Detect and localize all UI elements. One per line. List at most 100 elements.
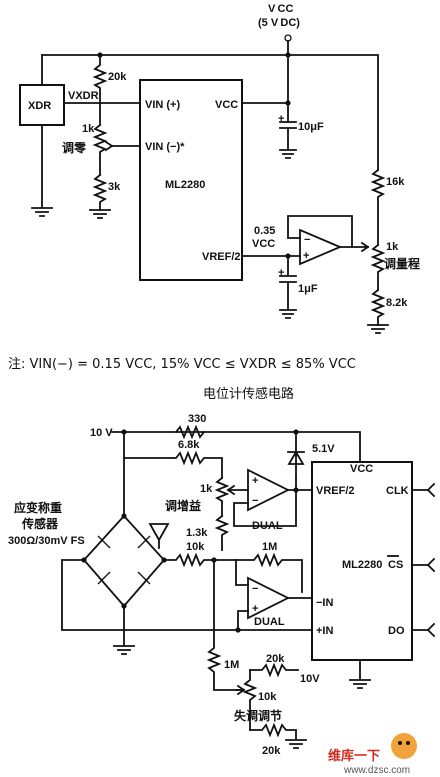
potentiometer-1k-zero <box>92 123 108 176</box>
formula-note: 注: VIN(−) = 0.15 VCC, 15% VCC ≤ VXDR ≤ 8… <box>8 357 356 372</box>
resistor-1m <box>235 552 303 593</box>
v10-label: 10 V <box>90 427 113 439</box>
divider-ground <box>89 209 111 219</box>
figure-caption: 电位计传感电路 <box>203 386 294 402</box>
xdr-transducer-box <box>19 84 65 126</box>
gain-pot-1k <box>214 476 230 517</box>
sensor-label-1: 应变称重 <box>14 500 62 515</box>
plus-in-label: +IN <box>316 625 333 637</box>
right-divider-ground <box>367 324 389 334</box>
xdr-label: XDR <box>28 100 51 112</box>
resistor-16k <box>370 168 386 246</box>
strain-gauge-bridge <box>82 514 166 608</box>
pot1k-label: 1k <box>82 123 95 135</box>
sensor-label-2: 传感器 <box>21 516 59 531</box>
resistor-10k <box>163 552 237 568</box>
input-opamp-plus: + <box>252 603 258 615</box>
resistor-20k <box>92 54 108 126</box>
vin-plus-label: VIN (+) <box>145 99 180 111</box>
r20k-b-label: 20k <box>262 745 281 757</box>
vcc-label: V CC <box>268 3 293 15</box>
r20k-a-label: 20k <box>266 653 285 665</box>
chip-ground <box>349 659 371 689</box>
r3k-label: 3k <box>108 181 121 193</box>
cap1-plus: + <box>278 267 284 279</box>
chip-name-top: ML2280 <box>165 179 205 191</box>
chip-vcc-label: VCC <box>215 99 238 111</box>
resistor-330 <box>174 424 206 440</box>
capacitor-1uf <box>279 255 297 319</box>
capacitor-10uf <box>279 121 297 159</box>
resistor-1m-offset <box>206 559 241 691</box>
buffer-feedback <box>287 215 353 248</box>
resistor-1k3 <box>214 514 230 551</box>
bottom-circuit: 10 V 330 5.1V 6.8k 1k 调增益 1.3k + − DUAL … <box>8 413 436 757</box>
input-opamp-minus: − <box>252 583 258 595</box>
zener-diode <box>287 431 305 479</box>
gain-opamp-minus: − <box>252 495 258 507</box>
resistor-20k-bottom <box>249 722 307 749</box>
vcc-supply-label: (5 V DC) <box>258 17 300 29</box>
wiper-to-buffer <box>351 241 370 253</box>
cs-pin <box>411 557 436 573</box>
r1m-offset-label: 1M <box>224 659 239 671</box>
dual-label-2: DUAL <box>254 616 285 628</box>
cap1-label: 1μF <box>298 283 318 295</box>
zener-label: 5.1V <box>312 443 335 455</box>
do-label: DO <box>388 625 405 637</box>
vref-drive <box>287 477 313 491</box>
ground-triangle <box>148 523 170 549</box>
resistor-3k <box>92 173 108 211</box>
gain-adjust-label: 调增益 <box>165 498 201 513</box>
resistor-6k8 <box>123 431 223 479</box>
r16k-label: 16k <box>386 176 405 188</box>
xdr-ground <box>31 124 53 217</box>
bridge-arrows <box>97 535 151 585</box>
top-circuit: V CC (5 V DC) XDR VXDR 20k 1k 调零 3k VIN … <box>19 3 420 334</box>
zero-wiper-arrow <box>104 140 114 152</box>
resistor-8k2 <box>370 288 386 326</box>
resistor-20k-top <box>249 662 299 678</box>
span-adjust-label: 调量程 <box>384 256 420 271</box>
r10k-label: 10k <box>186 541 205 553</box>
cap10-label: 10μF <box>298 121 324 133</box>
v10b-label: 10V <box>300 673 320 685</box>
opamp-plus: + <box>303 250 309 262</box>
ml2280-chip-top <box>139 79 243 281</box>
v035-label: 0.35 <box>254 225 275 237</box>
gain-opamp-plus: + <box>252 475 258 487</box>
ml2280-chip-bottom <box>311 461 413 661</box>
offset-pot-10k <box>242 669 258 731</box>
r330-label: 330 <box>188 413 206 425</box>
opamp-minus: − <box>304 234 310 246</box>
gain-wiper <box>226 484 249 496</box>
minus-in-label: −IN <box>316 597 333 609</box>
offset-adjust-label: 失调调节 <box>234 708 282 723</box>
buffer-opamp <box>299 228 343 266</box>
clk-pin <box>411 482 436 498</box>
vxdr-label: VXDR <box>68 90 99 102</box>
plus-in-wire <box>61 559 313 631</box>
span-pot-label: 1k <box>386 241 399 253</box>
clk-label: CLK <box>386 485 409 497</box>
chip-vref-label: VREF/2 <box>202 251 241 263</box>
chip-vcc-pin-label: VCC <box>350 463 373 475</box>
zero-adjust-label: 调零 <box>62 141 87 155</box>
vin-minus-label: VIN (−)* <box>145 141 185 153</box>
chip-name-bottom: ML2280 <box>342 559 382 571</box>
chip-vref-pin-label: VREF/2 <box>316 485 355 497</box>
r13k-label: 1.3k <box>186 527 208 539</box>
cap10-plus: + <box>278 113 284 125</box>
gain-pot-label: 1k <box>200 483 213 495</box>
site-watermark: 维库一下 www.dzsc.com <box>328 733 417 776</box>
watermark-mascot-icon <box>391 733 417 759</box>
potentiometer-1k-span <box>370 243 386 291</box>
do-pin <box>411 622 436 638</box>
sensor-label-3: 300Ω/30mV FS <box>8 535 85 547</box>
cs-label: CS <box>388 559 403 571</box>
dual-label-1: DUAL <box>252 520 283 532</box>
r82k-label: 8.2k <box>386 297 408 309</box>
chip-vcc-wire <box>241 54 289 123</box>
input-opamp-noninv <box>237 610 249 631</box>
